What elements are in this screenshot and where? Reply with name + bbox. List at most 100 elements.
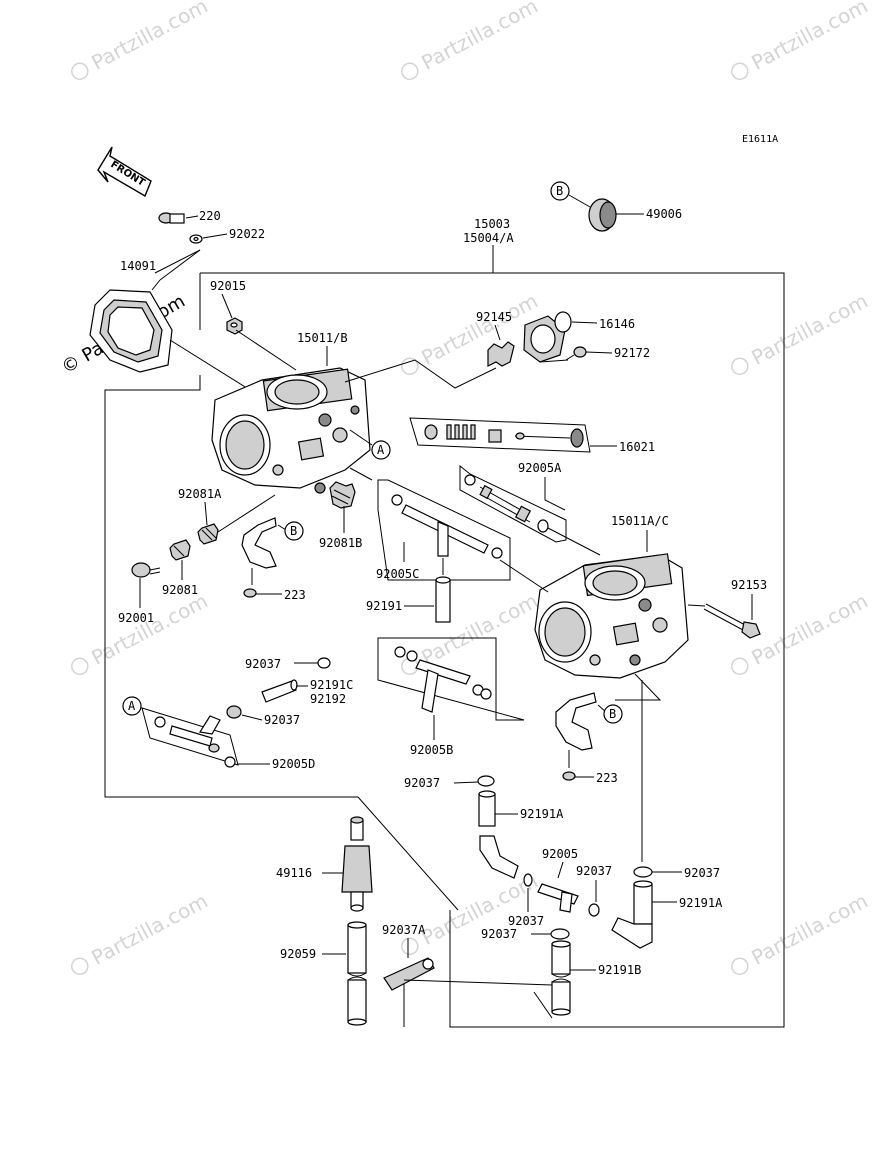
- label-92191: 92191: [366, 599, 402, 613]
- watermark: Partzilla.com: [87, 0, 211, 75]
- label-92191B: 92191B: [598, 963, 641, 977]
- part-92037-clamp: [294, 657, 331, 669]
- part-92191C-hose: [226, 679, 298, 719]
- part-92037-clamp-g: [633, 866, 653, 878]
- label-49116: 49116: [276, 866, 312, 880]
- callout-b: B: [556, 184, 563, 198]
- watermark: Partzilla.com: [747, 289, 871, 370]
- leader-16146: [571, 321, 598, 324]
- label-92191C: 92191C: [310, 678, 353, 692]
- leader-92153-carb: [687, 604, 706, 607]
- label-15004A: 15004/A: [463, 231, 514, 245]
- part-92081-spring: [169, 539, 191, 561]
- callout-b-circle: [603, 704, 623, 724]
- label-92153: 92153: [731, 578, 767, 592]
- label-220: 220: [199, 209, 221, 223]
- leader-92015: [221, 293, 233, 319]
- part-92081A-spring: [197, 523, 219, 545]
- label-16146: 16146: [599, 317, 635, 331]
- label-92037-f: 92037: [481, 927, 517, 941]
- part-223-screw: [243, 588, 282, 598]
- part-49116-filter: [341, 816, 373, 912]
- part-92191-hose: [435, 576, 451, 623]
- part-92005A-pipe: [459, 464, 567, 543]
- part-92005D-joint: [141, 707, 239, 768]
- part-bracket-right: [555, 692, 597, 751]
- part-92005B-tjoint: [377, 637, 525, 721]
- label-15011AC: 15011A/C: [611, 514, 669, 528]
- watermark: Partzilla.com: [417, 869, 541, 950]
- part-92037-clamp-d: [588, 903, 600, 917]
- part-92172-screw: [565, 346, 613, 361]
- part-92022-washer: [189, 233, 228, 244]
- part-92001-screw: [131, 562, 161, 578]
- part-16021-screw-set: [409, 417, 591, 453]
- watermark: Partzilla.com: [747, 589, 871, 670]
- leader-15011AC-bottom: [615, 673, 662, 701]
- label-92005B: 92005B: [410, 743, 453, 757]
- part-bracket-left: [241, 517, 277, 569]
- leader-49006-b: [568, 194, 591, 208]
- part-92191A-hose: [478, 790, 519, 879]
- callout-b-circle: [284, 521, 304, 541]
- watermark: Partzilla.com: [747, 889, 871, 970]
- part-92191B-hose: [551, 940, 571, 1016]
- label-92005A: 92005A: [518, 461, 562, 475]
- label-92022: 92022: [229, 227, 265, 241]
- part-92037-clamp-c: [477, 775, 495, 787]
- leader-92037-b: [241, 714, 263, 721]
- label-92005D: 92005D: [272, 757, 315, 771]
- label-92081: 92081: [162, 583, 198, 597]
- label-92037-c: 92037: [404, 776, 440, 790]
- part-92153-bolt: [703, 603, 761, 639]
- part-92059-hose: [347, 921, 367, 1026]
- front-arrow-icon: FRONT: [97, 146, 152, 198]
- part-92081B-spring: [329, 481, 356, 509]
- part-92005C-tjoint: [377, 479, 511, 581]
- leader-bottom-join: [403, 979, 553, 986]
- leader-92005A: [544, 477, 566, 511]
- leader-92145: [494, 324, 501, 341]
- callout-a-circle: [122, 696, 142, 716]
- label-92172: 92172: [614, 346, 650, 360]
- watermark: Partzilla.com: [87, 889, 211, 970]
- leader-bottom-join-b: [533, 991, 553, 1019]
- label-92192: 92192: [310, 692, 346, 706]
- callout-b: B: [609, 707, 616, 721]
- leader-92005C-rcarb: [499, 559, 549, 593]
- label-92037-d: 92037: [576, 864, 612, 878]
- label-92037-e: 92037: [508, 914, 544, 928]
- leader-92037-c: [453, 781, 479, 784]
- part-92005-joint: [523, 873, 579, 913]
- part-49006-damper: [588, 198, 617, 232]
- callout-a-circle: [371, 440, 391, 460]
- part-220-bolt: [158, 212, 199, 224]
- label-92015: 92015: [210, 279, 246, 293]
- leader-a-left: [349, 429, 373, 446]
- part-15011B-carburetor: [211, 367, 371, 494]
- part-92145-spring: [487, 341, 515, 367]
- leader-92081A: [204, 501, 208, 526]
- part-92015-nut: [226, 317, 243, 335]
- part-92037-clamp-f: [550, 928, 570, 940]
- leader-16146-screw: [539, 359, 569, 363]
- label-15003: 15003: [474, 217, 510, 231]
- leader-92145-to-carb: [344, 359, 497, 389]
- leader-92081A-carb: [217, 494, 276, 533]
- part-92191A-hose-b: [611, 880, 653, 949]
- label-92145: 92145: [476, 310, 512, 324]
- label-92037-b: 92037: [264, 713, 300, 727]
- part-92037A-clip: [383, 957, 435, 991]
- leader-cover-to-carb: [169, 339, 251, 391]
- label-92081B: 92081B: [319, 536, 362, 550]
- label-15011B: 15011/B: [297, 331, 348, 345]
- label-223: 223: [284, 588, 306, 602]
- label-92081A: 92081A: [178, 487, 222, 501]
- part-223-screw-right: [562, 771, 594, 781]
- part-16146-cover: [523, 311, 572, 363]
- diagram-code: E1611A: [742, 134, 778, 145]
- assembly-outline: [104, 245, 785, 1028]
- label-223-right: 223: [596, 771, 618, 785]
- watermark: Partzilla.com: [87, 589, 211, 670]
- label-14091: 14091: [120, 259, 156, 273]
